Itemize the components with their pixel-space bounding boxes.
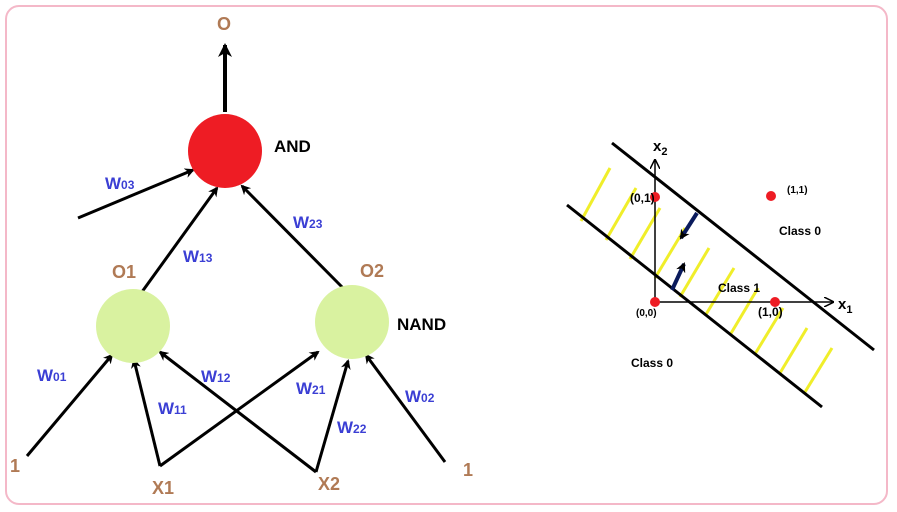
nand-label: NAND	[397, 315, 446, 334]
edge-w21	[159, 350, 320, 468]
output-label: O	[217, 14, 231, 34]
class1-label: Class 1	[718, 281, 760, 295]
and-label: AND	[274, 137, 311, 156]
point-label-1-0: (1,0)	[758, 305, 783, 319]
weight-w13: W13	[183, 247, 213, 266]
x1-axis-label: x1	[838, 296, 852, 316]
direction-arrow-down	[679, 211, 699, 240]
and-node	[188, 114, 262, 188]
class0-top-label: Class 0	[779, 224, 821, 238]
edge-w03	[77, 168, 195, 220]
lower-boundary	[566, 203, 823, 409]
weight-w23: W23	[293, 213, 323, 232]
point-label-0-0: (0,0)	[636, 308, 657, 319]
edge-w22	[314, 359, 351, 473]
o2-label: O2	[360, 261, 384, 281]
o1-label: O1	[112, 262, 136, 282]
edge-w23	[240, 184, 346, 291]
edge-w12	[158, 350, 317, 474]
x2-axis-label: x2	[653, 138, 667, 158]
weight-w01: W01	[37, 366, 67, 385]
weight-w21: W21	[296, 379, 326, 398]
weight-w12: W12	[201, 367, 231, 386]
o1-node	[96, 289, 170, 363]
weight-w03: W03	[105, 174, 135, 193]
bias-right-label: 1	[463, 460, 473, 480]
decision-plot: x2 x1 (0,0) (1,0) (0,1) (1,1) Class 0 Cl…	[566, 138, 875, 409]
bias-left-label: 1	[10, 456, 20, 476]
o2-node	[315, 285, 389, 359]
diagram-frame	[5, 5, 888, 505]
edge-w02	[364, 353, 447, 463]
direction-arrow-up	[670, 262, 686, 291]
point-1-0	[770, 297, 780, 307]
weight-w02: W02	[405, 387, 435, 406]
point-0-1	[650, 192, 660, 202]
x1-label: X1	[152, 478, 174, 498]
edge-w01	[25, 353, 114, 457]
point-label-1-1: (1,1)	[787, 185, 808, 196]
edge-w13	[137, 186, 219, 297]
weight-w11: W11	[158, 399, 187, 418]
class0-bottom-label: Class 0	[631, 356, 673, 370]
edge-w11	[131, 358, 162, 467]
point-label-0-1: (0,1)	[630, 191, 655, 205]
point-0-0	[650, 297, 660, 307]
class1-band-hatch	[579, 167, 834, 393]
point-1-1	[766, 191, 776, 201]
neural-network: O AND NAND O1 O2 X1 X2 1 1 W03 W13 W23 W…	[10, 14, 473, 498]
weight-w22: W22	[337, 418, 367, 437]
x2-label: X2	[318, 474, 340, 494]
